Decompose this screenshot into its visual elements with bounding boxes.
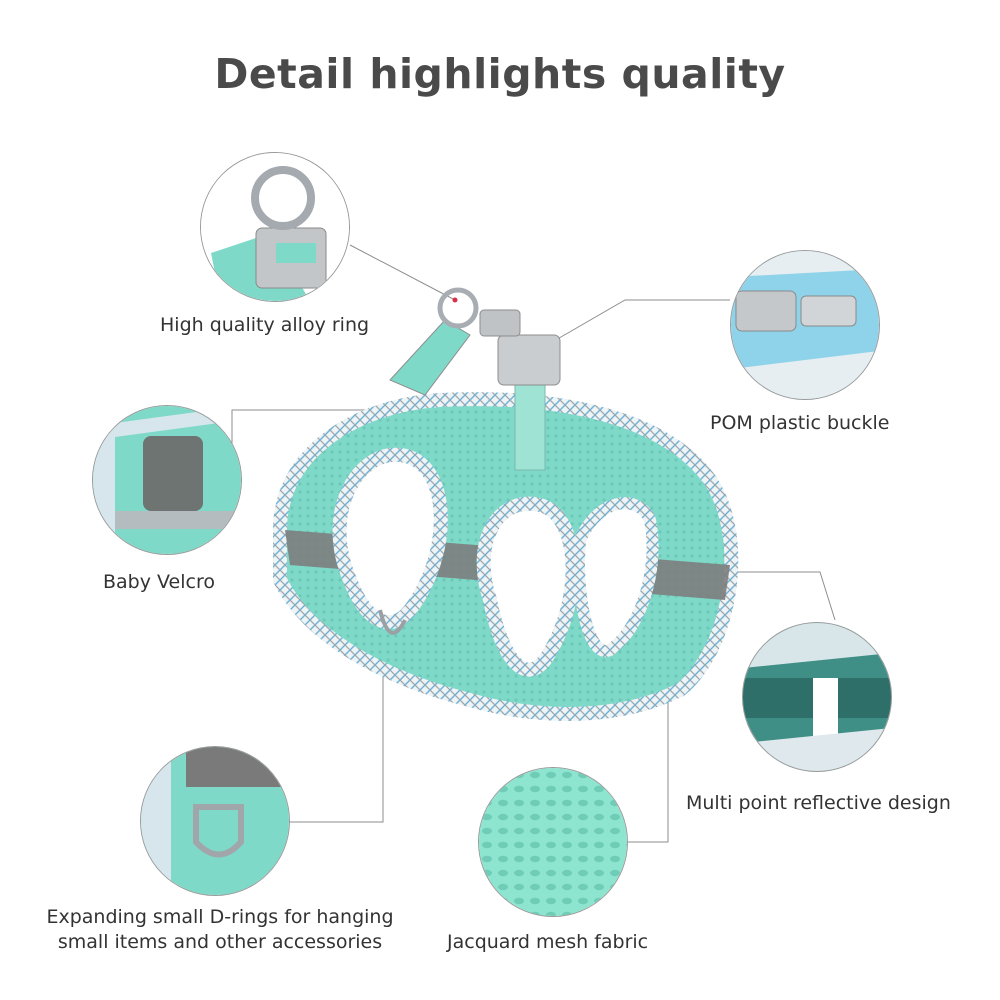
buckle-detail-circle [730, 250, 880, 400]
mesh-detail-circle [478, 767, 628, 917]
label-d-rings-line1: Expanding small D-rings for hanging [46, 906, 394, 928]
label-velcro: Baby Velcro [103, 571, 215, 593]
label-mesh: Jacquard mesh fabric [447, 931, 649, 953]
page-title: Detail highlights quality [214, 50, 786, 98]
label-buckle: POM plastic buckle [710, 412, 890, 434]
velcro-detail-circle [92, 405, 242, 555]
label-d-rings-line2: small items and other accessories [57, 931, 383, 953]
dring-detail-circle [140, 746, 290, 896]
ring-detail-circle [200, 152, 350, 302]
harness-illustration [240, 280, 760, 740]
label-reflective: Multi point reflective design [686, 792, 951, 814]
reflective-detail-circle [742, 622, 892, 772]
label-alloy-ring: High quality alloy ring [160, 314, 370, 336]
